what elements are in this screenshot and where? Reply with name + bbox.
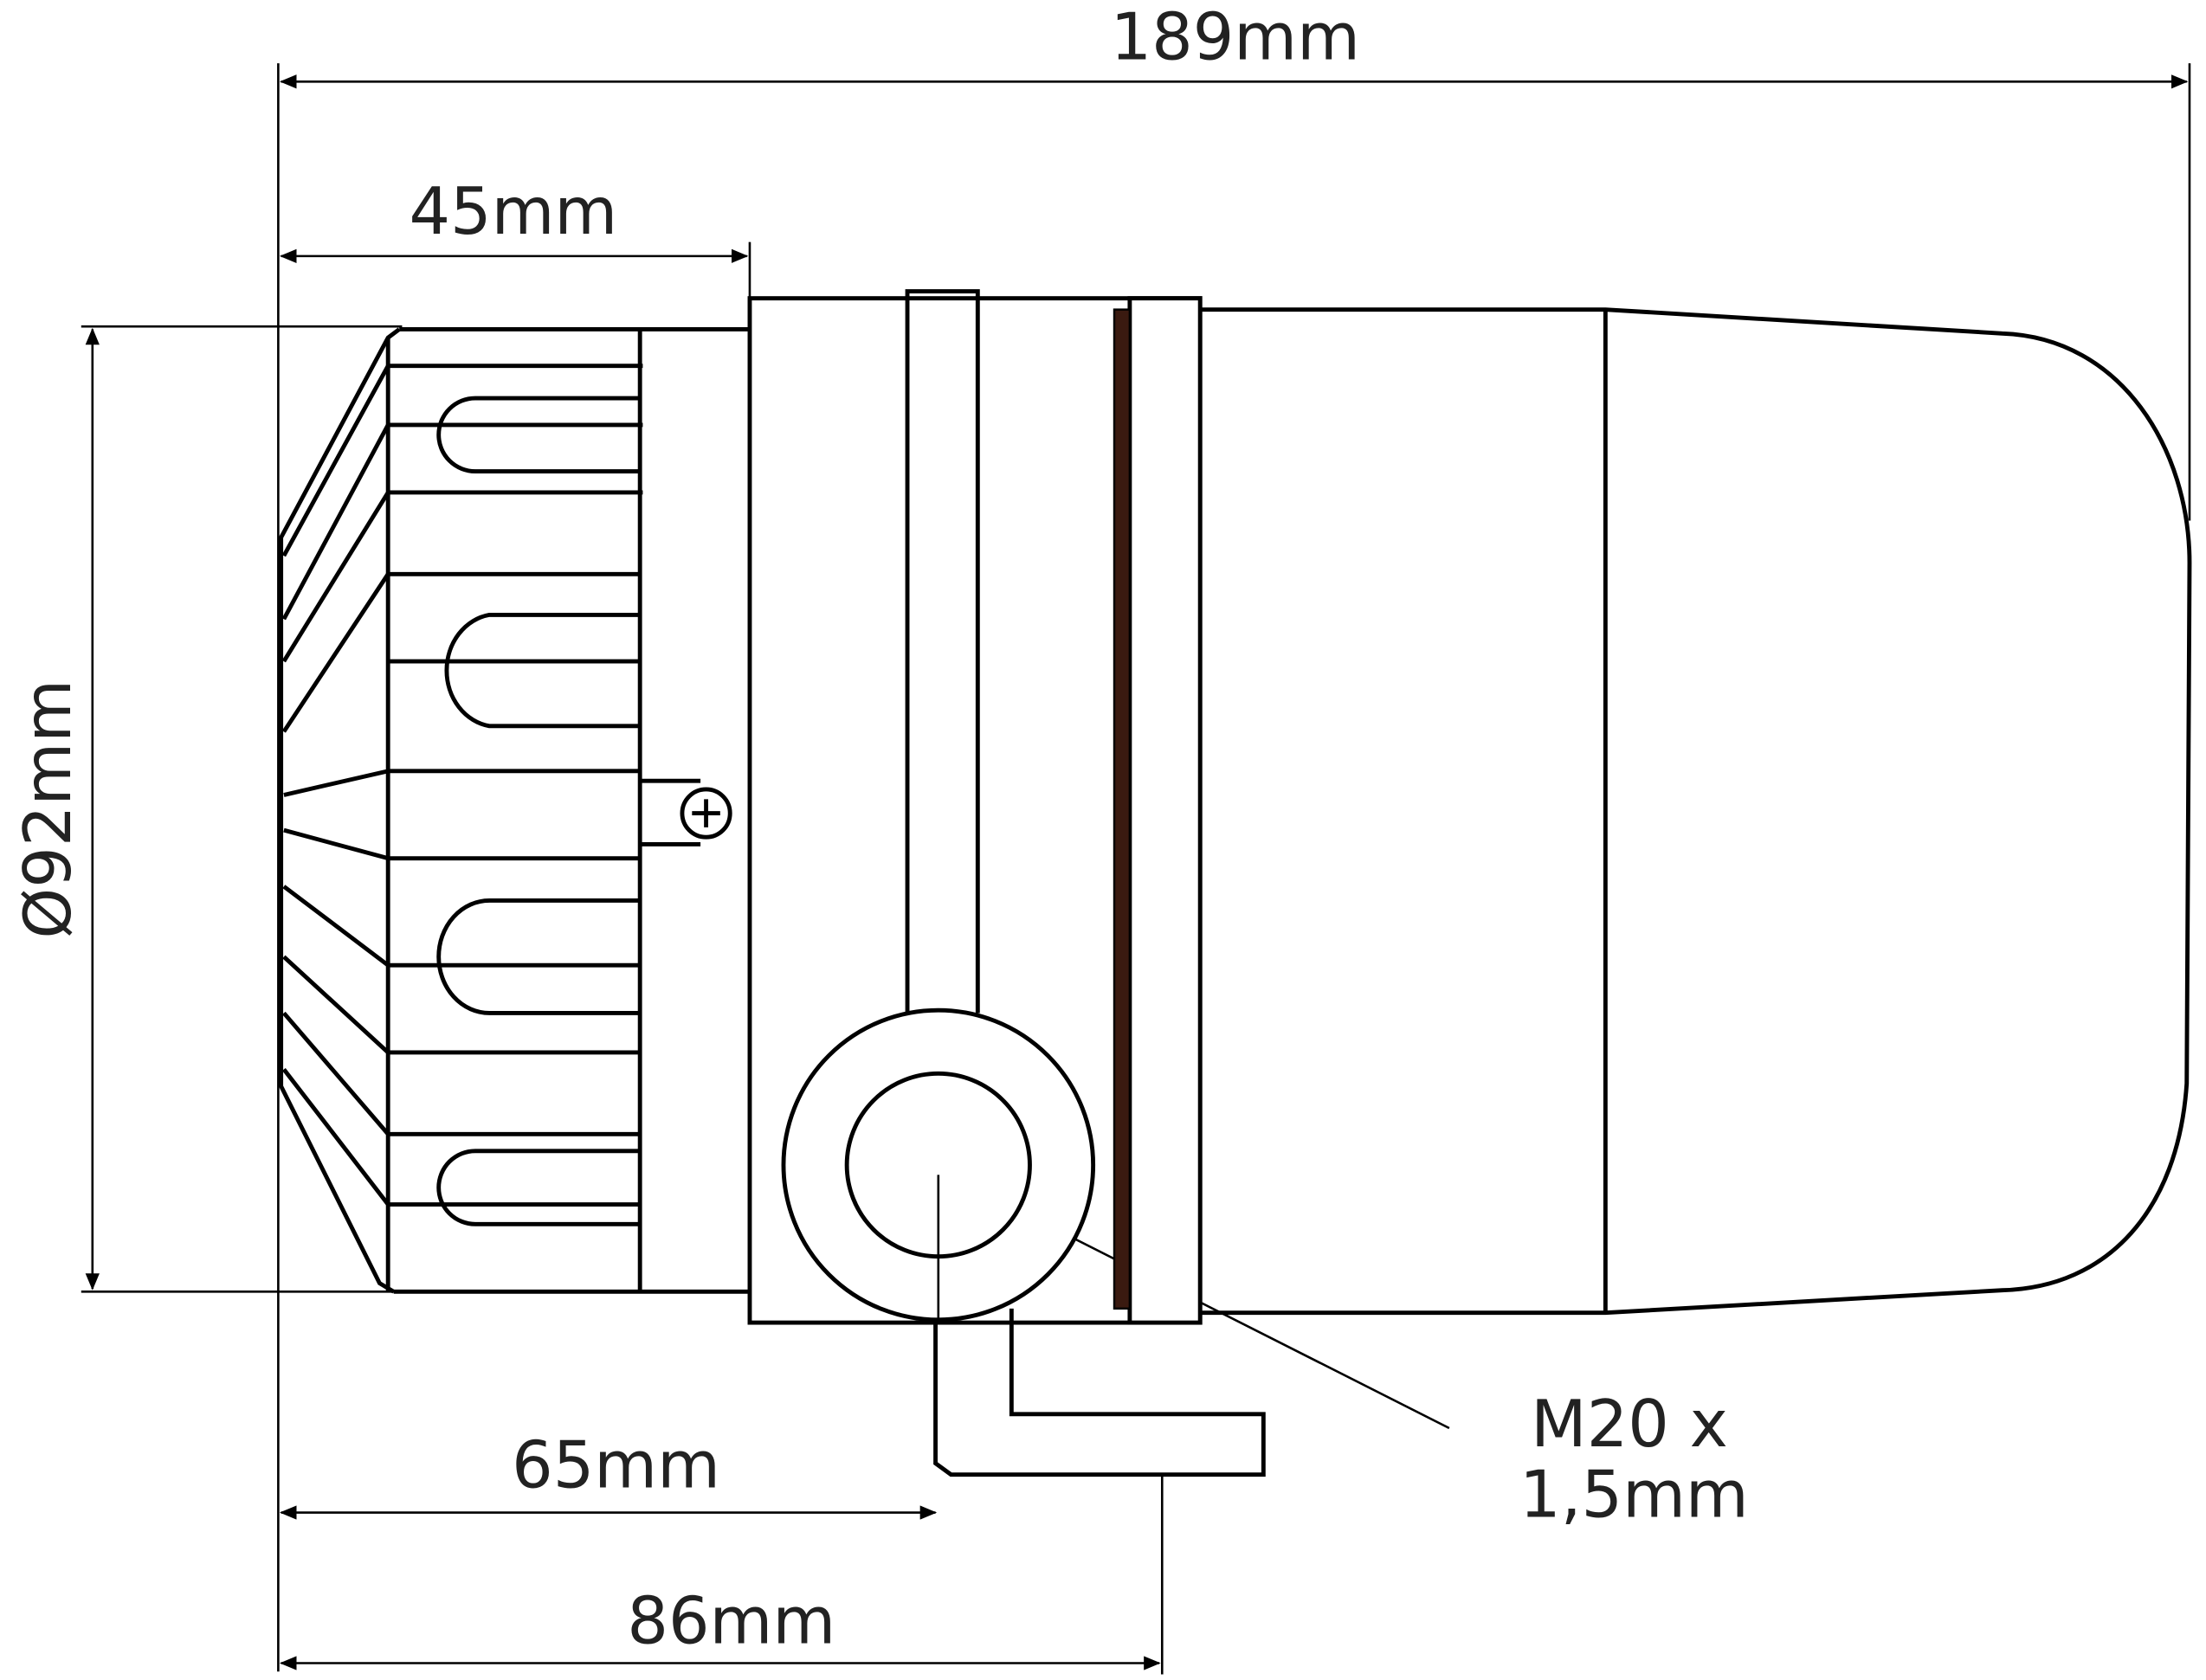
dim-label-189: 189mm (1111, 0, 1360, 74)
dim-label-92: Ø92mm (10, 679, 86, 939)
cap-fins (388, 364, 643, 1207)
screw-icon (640, 778, 732, 846)
dome-lens (1200, 307, 2192, 1316)
dim-label-45: 45mm (409, 174, 617, 249)
thread-label-line2: 1,5mm (1519, 1457, 1749, 1532)
dim-label-65: 65mm (512, 1427, 720, 1503)
main-body (747, 289, 1203, 1325)
thread-label-line1: M20 x (1531, 1387, 1728, 1462)
seal-strip (1113, 308, 1132, 1310)
mounting-bracket (933, 1308, 1266, 1477)
dim-label-86: 86mm (627, 1584, 835, 1659)
extension-lines (81, 63, 2191, 1675)
cap-radial-lines (281, 364, 390, 1207)
cable-gland (781, 1007, 1096, 1323)
front-cap (279, 326, 750, 1294)
cap-slots (436, 396, 641, 1226)
